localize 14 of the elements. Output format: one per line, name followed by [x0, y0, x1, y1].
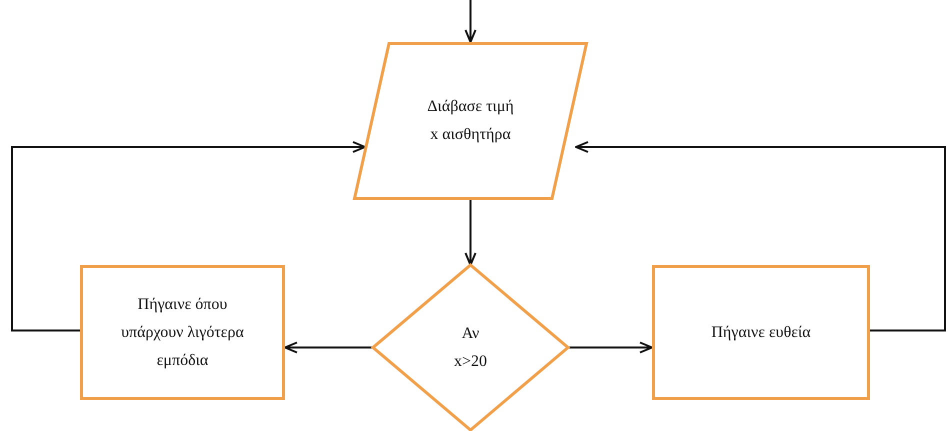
arrow: [464, 0, 476, 43]
arrow: [284, 342, 373, 354]
arrow: [568, 342, 653, 354]
node-label: Διάβασε τιμή x αισθητήρα: [426, 97, 515, 145]
decision-diamond: [373, 265, 568, 430]
node-label: Αν x>20: [452, 324, 488, 372]
arrow: [464, 200, 476, 266]
input-parallelogram: [353, 42, 588, 200]
process-box: [652, 265, 870, 400]
node-label: Πήγαινε όπου υπάρχουν λιγότερα εμπόδια: [120, 294, 245, 370]
process-box: [80, 265, 285, 400]
arrow: [575, 141, 946, 332]
node-label: Πήγαινε ευθεία: [710, 322, 812, 342]
arrow: [11, 141, 366, 332]
